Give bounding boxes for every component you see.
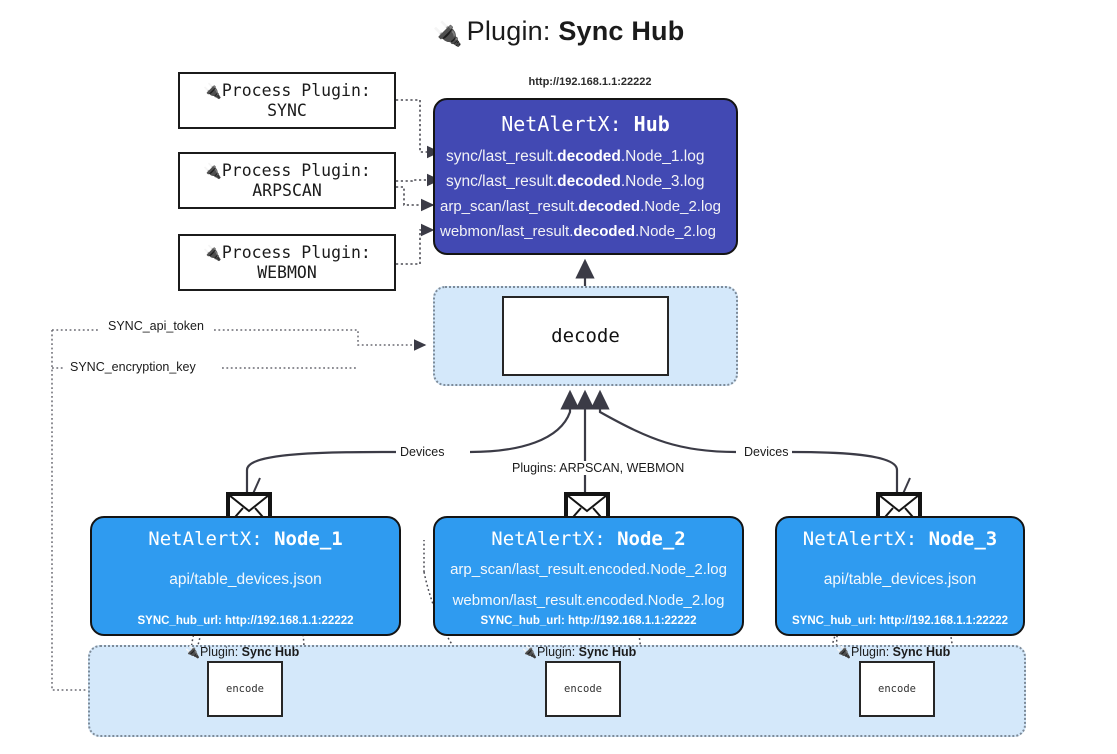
process-plugin-webmon-line2: WEBMON <box>257 262 317 282</box>
plug-icon: 🔌 <box>203 161 222 180</box>
wire-node3-devices <box>790 450 899 496</box>
wire-arpscan-to-log3 <box>396 186 435 212</box>
edge-label-plugins: Plugins: ARPSCAN, WEBMON <box>508 461 689 475</box>
process-plugin-arpscan-line2: ARPSCAN <box>252 180 322 200</box>
process-plugin-sync-line1: 🔌Process Plugin: <box>203 80 371 100</box>
wire-devices-right-to-decode <box>590 389 737 454</box>
node-3[interactable]: NetAlertX: Node_3 api/table_devices.json… <box>775 516 1025 636</box>
node-2-footer: SYNC_hub_url: http://192.168.1.1:22222 <box>480 615 697 627</box>
node-3-line-1: api/table_devices.json <box>823 571 977 588</box>
node-2-line-2: webmon/last_result.encoded.Node_2.log <box>452 592 725 609</box>
node-1[interactable]: NetAlertX: Node_1 api/table_devices.json… <box>90 516 401 636</box>
hub-log-3: arp_scan/last_result.decoded.Node_2.log <box>440 198 721 215</box>
hub-log-1: sync/last_result.decoded.Node_1.log <box>446 148 705 165</box>
plug-icon: 🔌 <box>185 645 200 659</box>
plug-icon: 🔌 <box>522 645 537 659</box>
encoder-2-label: 🔌Plugin: Sync Hub <box>522 645 637 659</box>
node-2[interactable]: NetAlertX: Node_2 arp_scan/last_result.e… <box>433 516 744 636</box>
encode-box-3[interactable]: encode <box>859 661 935 717</box>
encoder-1-label: 🔌Plugin: Sync Hub <box>185 645 300 659</box>
process-plugin-sync[interactable]: 🔌Process Plugin: SYNC <box>178 72 396 129</box>
edge-label-devices-right: Devices <box>740 445 793 459</box>
plug-icon: 🔌 <box>203 81 222 100</box>
wire-api-token-to-decode <box>214 329 427 351</box>
node-2-line-1: arp_scan/last_result.encoded.Node_2.log <box>450 561 727 578</box>
node-3-footer: SYNC_hub_url: http://192.168.1.1:22222 <box>791 615 1009 627</box>
edge-label-encryption-key: SYNC_encryption_key <box>66 360 200 374</box>
plug-icon: 🔌 <box>203 243 222 262</box>
page-title-name: Sync Hub <box>558 16 685 46</box>
wire-enc-key-to-encoders <box>51 330 107 696</box>
plug-icon: 🔌 <box>836 645 851 659</box>
page-title: 🔌Plugin: Sync Hub <box>0 16 1117 49</box>
process-plugin-sync-line2: SYNC <box>267 100 307 120</box>
edge-label-api-token: SYNC_api_token <box>104 319 208 333</box>
wire-webmon-to-log4 <box>396 223 435 265</box>
wire-devices-left-to-decode <box>469 389 580 454</box>
process-plugin-arpscan-line1: 🔌Process Plugin: <box>203 160 371 180</box>
edge-label-devices-left: Devices <box>396 445 449 459</box>
hub-log-2: sync/last_result.decoded.Node_3.log <box>446 173 705 190</box>
decode-box[interactable]: decode <box>502 296 669 376</box>
hub-log-4: webmon/last_result.decoded.Node_2.log <box>440 223 716 240</box>
node-1-footer: SYNC_hub_url: http://192.168.1.1:22222 <box>137 615 354 627</box>
hub-log-list: sync/last_result.decoded.Node_1.log sync… <box>435 144 736 244</box>
encoder-3-label: 🔌Plugin: Sync Hub <box>836 645 951 659</box>
page-title-prefix: Plugin: <box>466 16 559 46</box>
node-2-title: NetAlertX: Node_2 <box>491 528 686 550</box>
node-1-line-1: api/table_devices.json <box>169 571 322 588</box>
encode-box-2[interactable]: encode <box>545 661 621 717</box>
hub-node[interactable]: NetAlertX: Hub sync/last_result.decoded.… <box>433 98 738 255</box>
node-1-title: NetAlertX: Node_1 <box>148 528 343 550</box>
hub-url-label: http://192.168.1.1:22222 <box>528 76 652 88</box>
hub-title: NetAlertX: Hub <box>501 112 670 136</box>
process-plugin-webmon-line1: 🔌Process Plugin: <box>203 242 371 262</box>
plug-icon: 🔌 <box>432 21 463 48</box>
process-plugin-webmon[interactable]: 🔌Process Plugin: WEBMON <box>178 234 396 291</box>
node-3-title: NetAlertX: Node_3 <box>802 528 998 550</box>
process-plugin-arpscan[interactable]: 🔌Process Plugin: ARPSCAN <box>178 152 396 209</box>
encode-box-1[interactable]: encode <box>207 661 283 717</box>
